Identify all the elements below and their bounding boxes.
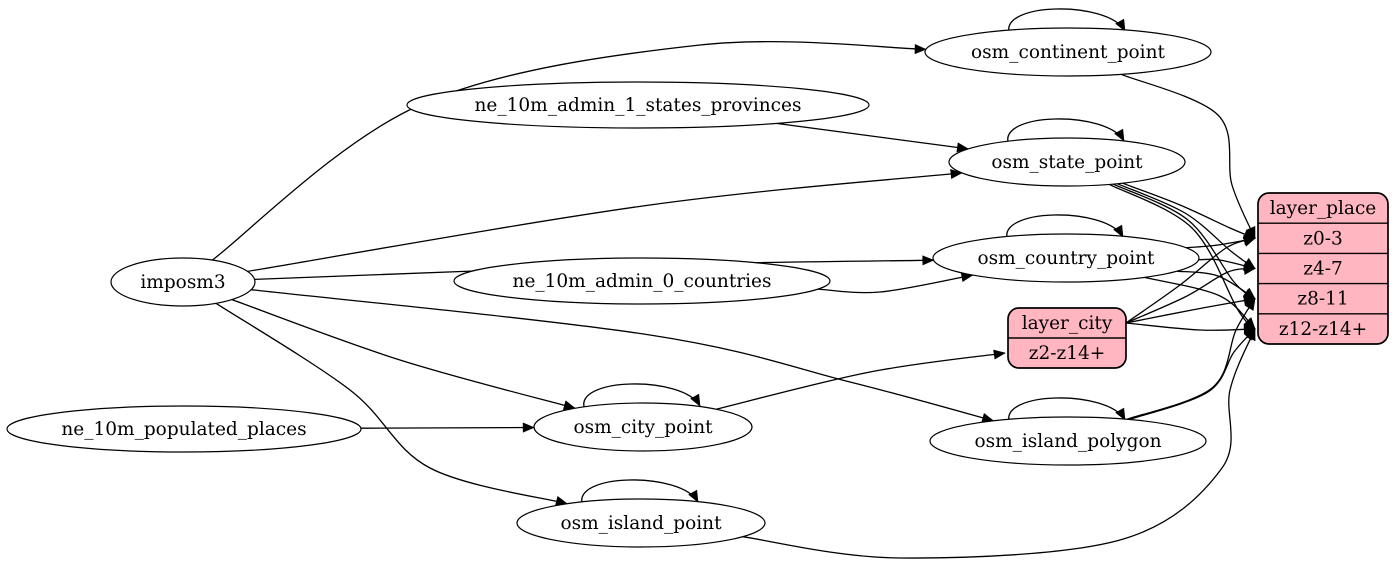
node-layer_city: layer_city z2-z14+	[1007, 307, 1127, 369]
edge-osm_island_point-to-layer_place-z12-z14+	[742, 328, 1256, 559]
ellipse-shape	[948, 137, 1186, 187]
ellipse-shape	[924, 27, 1212, 77]
self-loop-osm_country_point	[1006, 214, 1124, 242]
node-label: osm_country_point	[978, 248, 1156, 269]
node-osm_country_point: osm_country_point	[932, 233, 1200, 283]
self-loop-osm_state_point	[1007, 118, 1125, 146]
node-label: osm_city_point	[573, 417, 713, 438]
edge-osm_continent_point-to-layer_place-z0-3	[1120, 73, 1256, 240]
node-ne_10m_populated_places: ne_10m_populated_places	[6, 405, 362, 453]
nodes-layer: imposm3 ne_10m_admin_1_states_provincesne…	[6, 27, 1389, 548]
edge-ne_10m_populated_places-to-osm_city_point	[360, 422, 535, 433]
edge-imposm3-to-osm_state_point	[247, 169, 963, 273]
edge-layer_city-to-layer_place-z12-z14+	[1125, 322, 1256, 335]
node-osm_island_polygon: osm_island_polygon	[929, 416, 1207, 466]
ellipse-shape	[406, 81, 870, 129]
self-loop-osm_island_polygon	[1008, 397, 1126, 425]
node-ne_10m_admin_0_countries: ne_10m_admin_0_countries	[453, 257, 831, 305]
edge-layer_city-to-layer_place-z4-7	[1125, 264, 1256, 324]
node-label: ne_10m_populated_places	[61, 419, 306, 440]
edge-osm_country_point-to-layer_place-z0-3	[1186, 235, 1256, 249]
ellipse-shape	[110, 257, 256, 307]
edge-layer_city-to-layer_place-z8-11	[1125, 295, 1256, 324]
self-loop-osm_continent_point	[1008, 8, 1126, 36]
self-loop-osm_island_point	[581, 479, 699, 507]
node-osm_island_point: osm_island_point	[516, 498, 766, 548]
edge-osm_country_point-to-layer_place-z8-11	[1177, 270, 1256, 300]
ellipse-shape	[6, 405, 362, 453]
ellipse-shape	[453, 257, 831, 305]
node-label: imposm3	[140, 272, 225, 293]
ellipse-shape	[516, 498, 766, 548]
edge-osm_country_point-to-layer_place-z12-z14+	[1144, 276, 1256, 330]
node-layer_place: layer_place z0-3 z4-7 z8-11 z12-z14+	[1257, 192, 1389, 345]
node-label: osm_island_polygon	[974, 431, 1161, 452]
record-row-z8-11: z8-11	[1297, 289, 1348, 310]
node-label: osm_island_point	[560, 513, 722, 534]
record-row-z4-7: z4-7	[1303, 259, 1343, 280]
edge-layer_city-to-layer_place-z0-3	[1125, 237, 1256, 324]
edges-layer	[211, 8, 1256, 559]
edge-ne_10m_admin_1_states_provinces-to-osm_state_point	[776, 122, 970, 153]
record-row-layer_place: layer_place	[1270, 198, 1377, 219]
node-osm_state_point: osm_state_point	[948, 137, 1186, 187]
edge-osm_country_point-to-layer_place-z4-7	[1198, 258, 1256, 271]
node-osm_city_point: osm_city_point	[533, 402, 753, 452]
node-label: osm_state_point	[991, 152, 1143, 173]
node-imposm3: imposm3	[110, 257, 256, 307]
edge-osm_city_point-to-layer_city-z2-z14+	[716, 349, 1006, 410]
edge-ne_10m_admin_0_countries-to-osm_country_point	[817, 272, 974, 294]
record-row-layer_city: layer_city	[1022, 313, 1113, 334]
node-ne_10m_admin_1_states_provinces: ne_10m_admin_1_states_provinces	[406, 81, 870, 129]
edge-osm_island_polygon-to-layer_place-z12-z14+	[1129, 328, 1256, 421]
self-loop-osm_city_point	[583, 383, 701, 411]
edge-osm_island_polygon-to-layer_place-z8-11	[1126, 297, 1256, 420]
edge-imposm3-to-osm_city_point	[231, 298, 576, 411]
edge-imposm3-to-osm_island_polygon	[251, 289, 995, 423]
ellipse-shape	[929, 416, 1207, 466]
record-row-z0-3: z0-3	[1303, 228, 1343, 249]
node-label: ne_10m_admin_0_countries	[513, 271, 772, 292]
record-row-z2-z14+: z2-z14+	[1029, 343, 1106, 364]
record-shape	[1257, 192, 1389, 345]
node-label: ne_10m_admin_1_states_provinces	[475, 95, 802, 116]
record-row-z12-z14+: z12-z14+	[1279, 319, 1367, 340]
node-label: osm_continent_point	[971, 42, 1165, 63]
node-osm_continent_point: osm_continent_point	[924, 27, 1212, 77]
ellipse-shape	[533, 402, 753, 452]
edge-imposm3-to-osm_island_point	[215, 302, 568, 506]
ellipse-shape	[932, 233, 1200, 283]
edge-imposm3-to-osm_continent_point	[211, 41, 927, 261]
edge-osm_state_point-to-layer_place-z0-3	[1122, 182, 1256, 239]
